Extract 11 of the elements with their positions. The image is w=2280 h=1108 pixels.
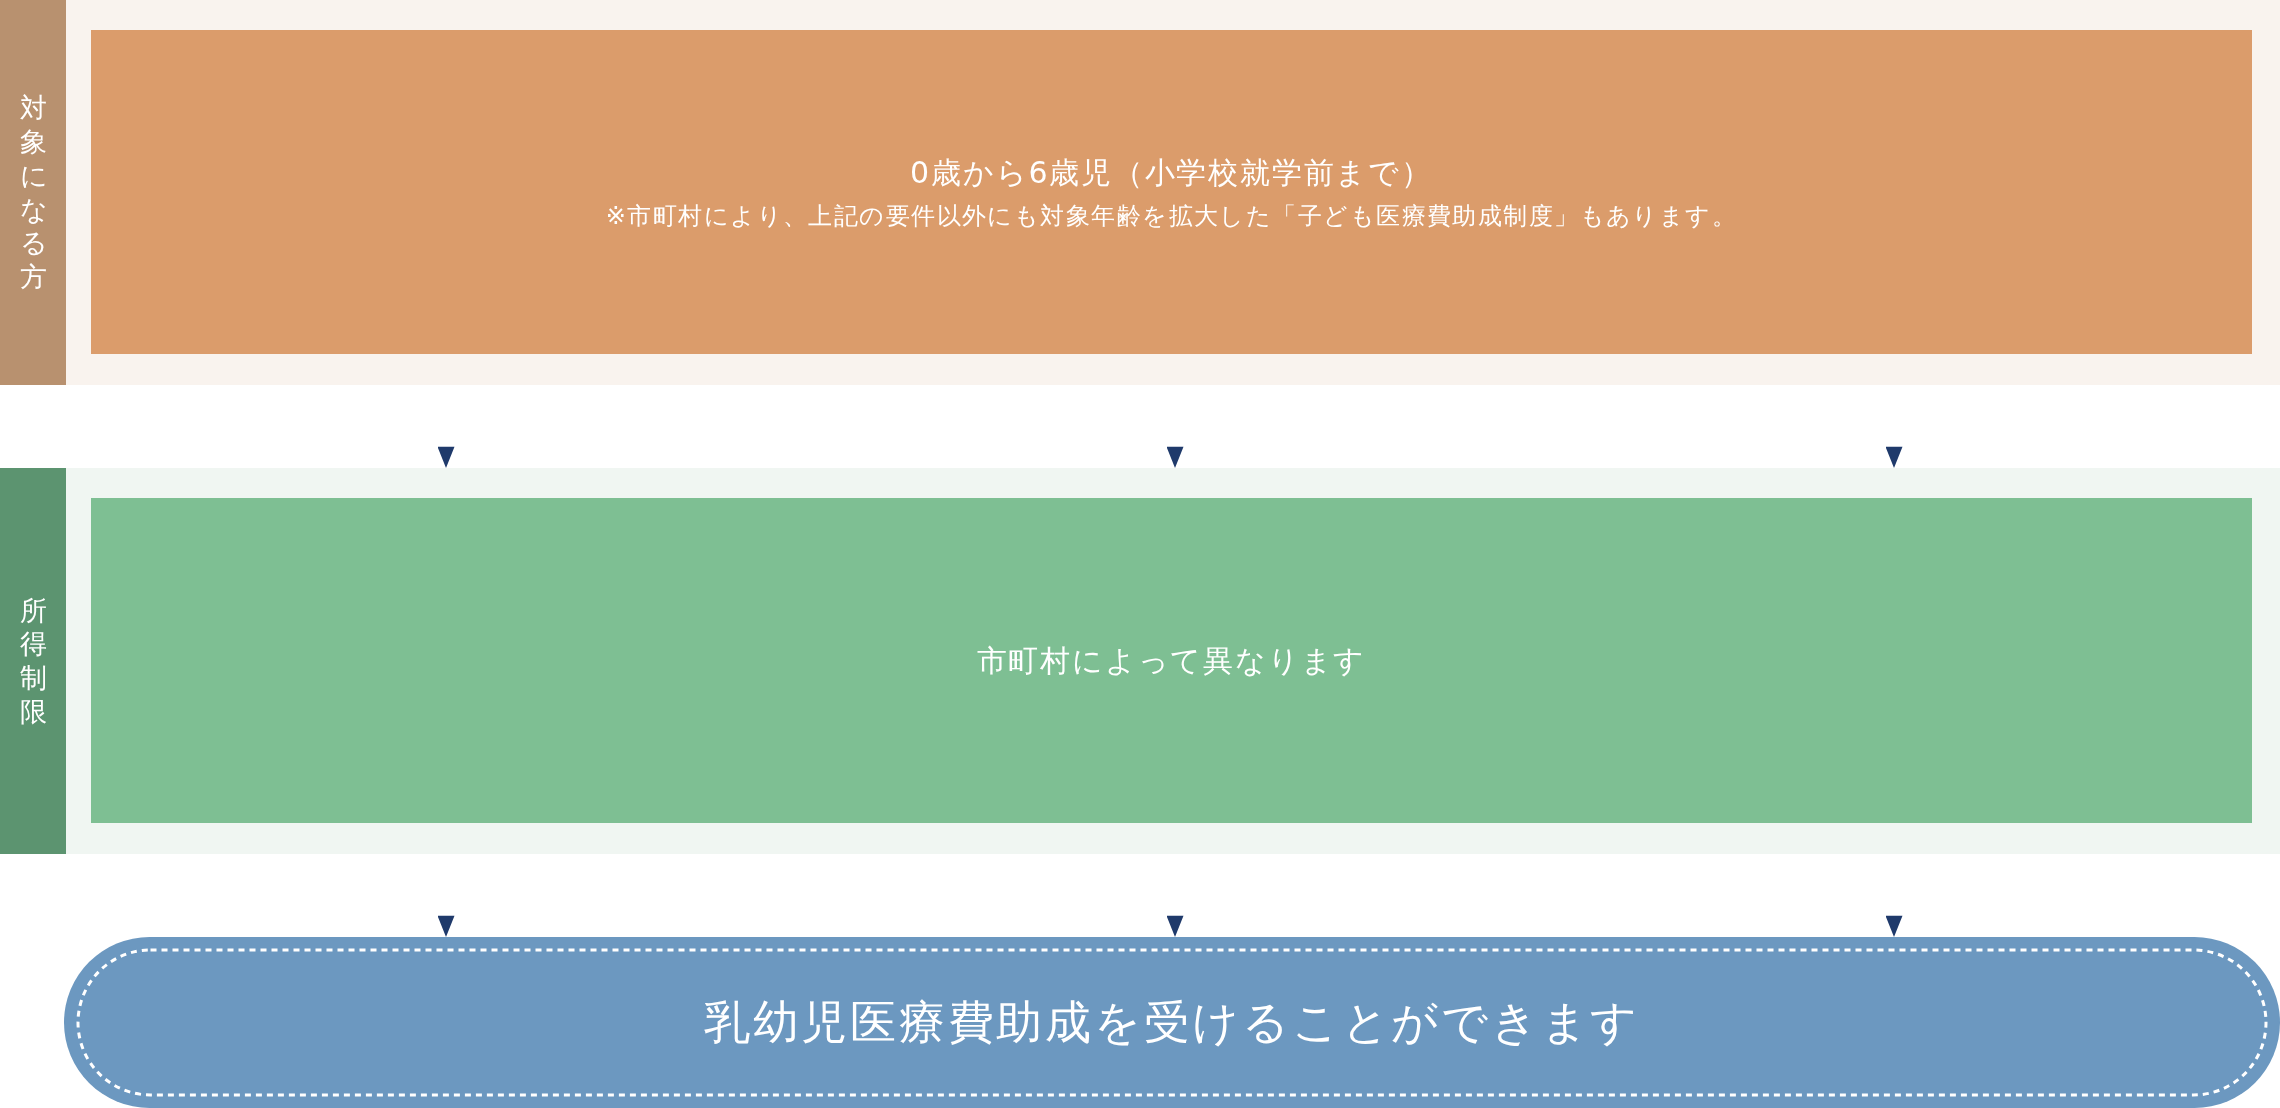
result-pill [64, 937, 2280, 1108]
section-band [0, 0, 2280, 385]
note-text: ※市町村により、上記の要件以外にも対象年齢を拡大した「子ども医療費助成制度」もあります。 [605, 200, 1738, 232]
heading-text: 0歳から6歳児（小学校就学前まで） [910, 153, 1433, 192]
section-label: 所得制限 [19, 593, 47, 729]
body-text: 市町村によって異なります [976, 641, 1367, 680]
section-band [0, 468, 2280, 854]
income-limit-box [91, 498, 2252, 823]
target-box [91, 30, 2252, 354]
section-label: 対象になる方 [19, 91, 47, 294]
result-text: 乳幼児医療費助成を受けることができます [703, 993, 1641, 1051]
